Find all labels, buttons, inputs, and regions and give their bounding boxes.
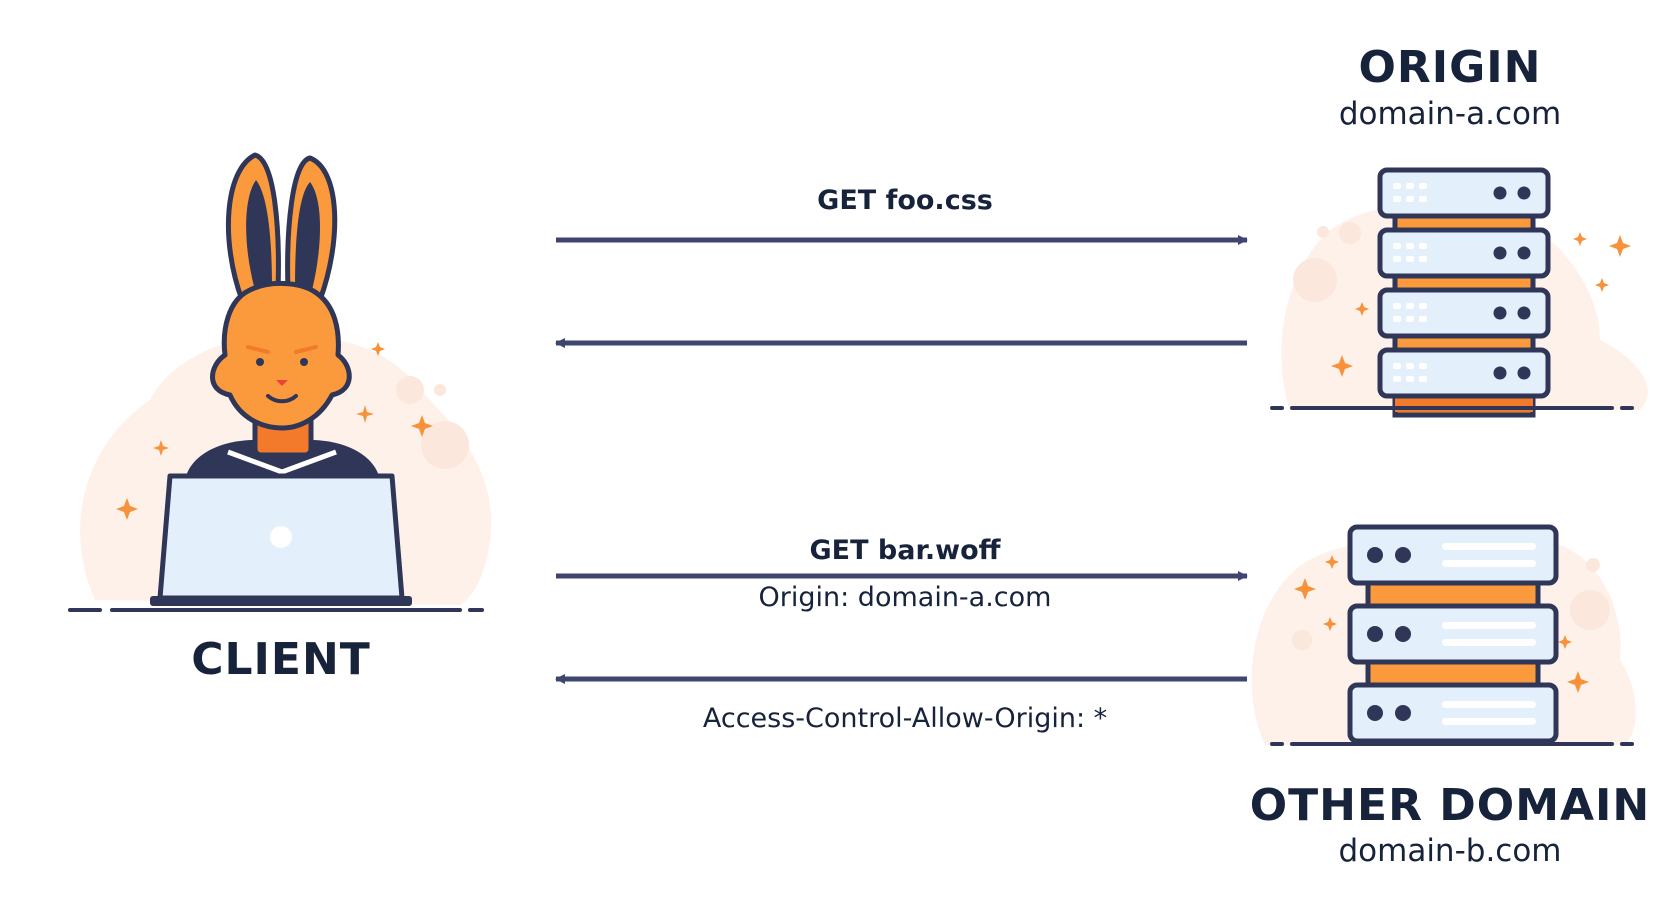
origin-title: ORIGIN [1358, 42, 1542, 93]
sparkle-icon [116, 498, 138, 520]
sparkle-icon [153, 440, 169, 456]
origin-server-illustration [1270, 167, 1648, 418]
origin-server-unit [1377, 227, 1551, 279]
sparkle-icon [1567, 671, 1589, 693]
sparkle-icon [1609, 235, 1631, 257]
request-label-bar-woff: GET bar.woff [809, 535, 1001, 566]
client-body [185, 440, 380, 480]
response-acao-header: Access-Control-Allow-Origin: * [702, 703, 1108, 734]
other-server-unit [1347, 682, 1559, 744]
origin-domain: domain-a.com [1338, 96, 1562, 132]
sparkle-icon [356, 405, 374, 423]
origin-server-unit [1377, 347, 1551, 399]
laptop-logo [270, 526, 292, 548]
laptop-base [150, 596, 412, 606]
sparkle-icon [1331, 355, 1353, 377]
client-illustration [68, 152, 492, 612]
origin-server-unit [1377, 287, 1551, 339]
request-label-foo-css: GET foo.css [817, 185, 993, 216]
other-domain-domain: domain-b.com [1338, 833, 1562, 869]
other-server-unit [1347, 603, 1559, 665]
request-origin-header: Origin: domain-a.com [758, 582, 1052, 613]
sparkle-icon [411, 415, 433, 437]
sparkle-icon [371, 342, 385, 356]
other-server-illustration [1251, 524, 1636, 746]
sparkle-icon [1573, 232, 1587, 246]
sparkle-icon [1325, 555, 1339, 569]
sparkle-icon [1323, 617, 1337, 631]
origin-server-unit [1377, 167, 1551, 219]
sparkle-icon [1558, 635, 1572, 649]
sparkle-icon [1294, 578, 1316, 600]
client-title: CLIENT [191, 634, 371, 685]
client-head [210, 280, 352, 431]
other-server-unit [1347, 524, 1559, 586]
sparkle-icon [1355, 302, 1369, 316]
other-domain-title: OTHER DOMAIN [1249, 780, 1651, 831]
sparkle-icon [1595, 278, 1609, 292]
